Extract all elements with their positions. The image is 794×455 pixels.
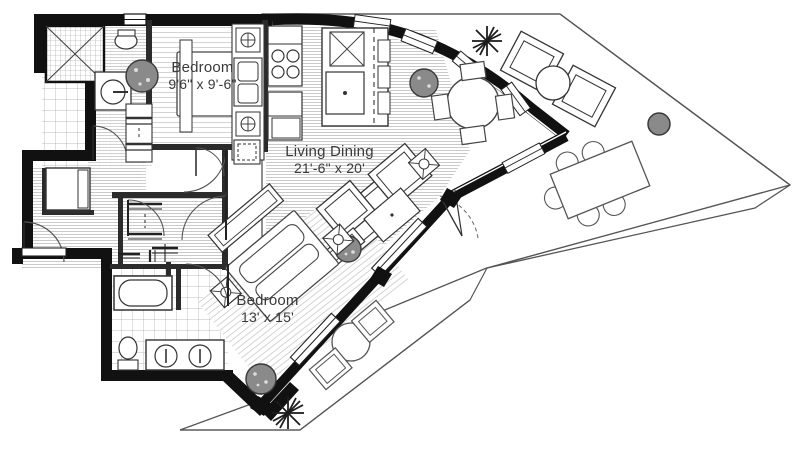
planter-bedroom1 — [125, 59, 159, 93]
planter-dining — [409, 68, 439, 98]
living-dining-furniture — [306, 30, 617, 282]
bathroom-en-suite — [44, 24, 138, 161]
door-bedroom-1[interactable] — [183, 149, 227, 193]
base-cabinets-kitchen — [267, 91, 303, 141]
toilet-main — [117, 336, 139, 371]
terrace-furniture — [245, 112, 671, 395]
closet-shelving-bedroom1 — [125, 103, 153, 163]
outdoor-round-table-south — [308, 299, 395, 391]
outdoor-dining-set — [543, 140, 651, 227]
walk-in-closet — [127, 147, 227, 262]
door-closet[interactable] — [127, 199, 165, 237]
wall-corner-nodes — [250, 188, 462, 416]
pantry-tile — [233, 139, 261, 165]
range-oven — [267, 25, 303, 87]
palm-plant-south — [272, 397, 304, 429]
door-bedroom-2[interactable] — [181, 195, 227, 241]
kitchen-island — [321, 27, 391, 127]
dining-table-round — [430, 60, 516, 146]
nightstand-lamp-bedroom2-right — [322, 223, 355, 256]
toilet-en-suite — [114, 29, 138, 50]
window-opening-ne — [501, 142, 546, 174]
planter-terrace — [647, 112, 671, 136]
washer-dryer-closet — [45, 167, 91, 213]
bathroom-main — [113, 250, 229, 371]
window-north-hall — [123, 13, 147, 26]
coffee-table — [363, 187, 421, 243]
planter-south-terrace — [245, 363, 277, 395]
closet-rods — [128, 202, 178, 262]
cooktop-marker-lower — [235, 111, 261, 137]
end-table-lamp-living — [407, 147, 441, 181]
palm-plant-north — [472, 26, 502, 56]
bathtub — [113, 275, 173, 311]
double-vanity — [145, 339, 225, 371]
entry-door[interactable] — [21, 221, 67, 263]
cooktop-marker-upper — [235, 27, 261, 53]
armchair-living — [315, 179, 377, 241]
linen-shelves — [118, 250, 156, 262]
bedroom-2-furniture — [207, 183, 355, 322]
exterior-wall-southeast — [257, 189, 479, 408]
foyer-entry — [21, 167, 91, 263]
wardrobe-bedroom1 — [179, 39, 193, 133]
side-table-round-terrace — [535, 65, 571, 101]
door-bedroom-1-closet[interactable] — [195, 147, 225, 177]
vanity-sink-en-suite — [94, 71, 132, 111]
kitchen — [231, 23, 391, 165]
sink-double — [233, 57, 263, 107]
sliding-door-bedroom2[interactable] — [289, 312, 341, 367]
shower-stall — [44, 24, 106, 84]
door-bathroom-main[interactable] — [185, 263, 229, 307]
exterior-wall-northeast — [449, 131, 569, 201]
